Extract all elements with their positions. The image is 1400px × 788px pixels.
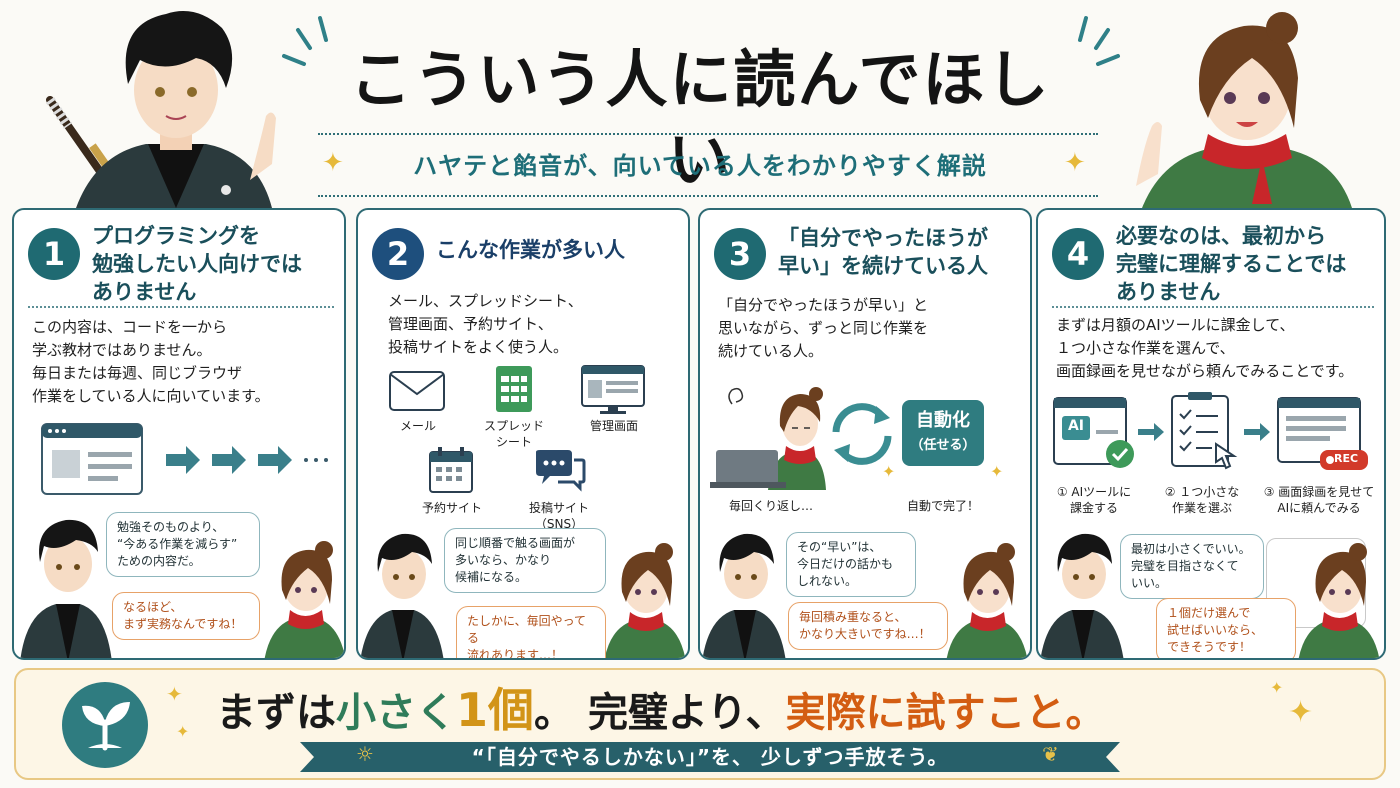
speech-bubble-hayate: 最初は小さくでいい。 完璧を目指さなくて いい。	[1120, 534, 1264, 599]
speech-bubble-hayate: その“早い”は、 今日だけの話かも しれない。	[786, 532, 916, 597]
slogan-part: 。 完璧より、	[534, 690, 786, 736]
hayate-avatar	[360, 533, 444, 658]
panel-body: まずは月額のAIツールに課金して、 １つ小さな作業を選んで、 画面録画を見せなが…	[1056, 316, 1354, 380]
speech-bubble-anne: なるほど、 まず実務なんですね！	[112, 592, 260, 640]
sparkle-icon: ✦	[176, 722, 190, 741]
arrow-right-icon	[1138, 423, 1164, 441]
arrow-right-icon	[1244, 423, 1270, 441]
anne-character-illustration	[1136, 12, 1352, 208]
automation-badge: 自動化 （任せる）	[902, 400, 984, 466]
icon-label-calendar: 予約サイト	[421, 501, 482, 515]
panel-4: 4 必要なのは、最初から 完璧に理解することでは ありません まずは月額のAIツ…	[1036, 208, 1386, 660]
sparkle-icon: ✦	[1288, 695, 1314, 730]
speech-bubble-hayate: 勉強そのものより、 “今ある作業を減らす” ための内容だ。	[106, 512, 260, 577]
anne-avatar	[946, 543, 1028, 658]
header-decoration	[282, 16, 1120, 66]
mail-icon	[389, 371, 445, 411]
panel-title: 「自分でやったほうが 早い」を続けている人	[778, 226, 988, 278]
panel-divider	[1052, 306, 1374, 308]
sprout-icon	[82, 702, 130, 751]
speech-bubble-hayate: 同じ順番で触る画面が 多いなら、かなり 候補になる。	[444, 528, 606, 593]
speech-bubble-anne: たしかに、毎回やってる 流れあります…！	[456, 606, 606, 658]
title-divider-bottom	[318, 195, 1098, 197]
icon-label-sns: 投稿サイト （SNS）	[528, 501, 589, 531]
panel-body: メール、スプレッドシート、 管理画面、予約サイト、 投稿サイトをよく使う人。	[388, 292, 583, 356]
icon-label-admin: 管理画面	[589, 419, 638, 433]
screen-recording-icon	[1277, 397, 1368, 470]
ai-label: AI	[1067, 418, 1085, 434]
panel-title: こんな作業が多い人	[436, 238, 625, 262]
speech-bubble-anne: １個だけ選んで 試せばいいなら、 できそうです！	[1156, 598, 1296, 658]
admin-screen-icon	[581, 365, 645, 414]
panel-number: 2	[372, 228, 424, 280]
speech-bubble-anne: 毎回積み重なると、 かなり大きいですね…！	[788, 602, 948, 650]
slogan-highlight-small: 小さく	[336, 690, 456, 736]
title-divider-top	[318, 133, 1098, 135]
panel-title: 必要なのは、最初から 完璧に理解することでは ありません	[1116, 224, 1347, 304]
summary-banner: ✦ ✦ ✦ ✦ まずは小さく1個。 完璧より、実際に試すこと。 “「自分でやるし…	[14, 668, 1386, 780]
anne-avatar	[264, 541, 344, 658]
anne-avatar	[1298, 543, 1380, 658]
panel-2: 2 こんな作業が多い人 メール、スプレッドシート、 管理画面、予約サイト、 投稿…	[356, 208, 690, 660]
summary-slogan: まずは小さく1個。 完璧より、実際に試すこと。	[216, 684, 1256, 736]
caption-repeat: 毎回くり返し…	[728, 499, 813, 513]
automation-label: 自動化	[916, 410, 970, 431]
ai-tool-window-icon	[1053, 397, 1134, 468]
step-1-label: ① AIツールに 課金する	[1056, 485, 1132, 515]
cycle-arrows-icon	[832, 403, 892, 465]
panel-divider	[28, 306, 334, 308]
slogan-highlight-one: 1個	[456, 683, 535, 737]
slogan-highlight-try: 実際に試すこと。	[785, 690, 1106, 736]
checklist-icon	[1171, 392, 1238, 470]
hayate-character-illustration	[45, 11, 276, 208]
chat-icon	[536, 450, 586, 492]
panel-number: 3	[714, 228, 766, 280]
tired-worker-illustration	[710, 387, 826, 490]
caption-automated: 自動で完了！	[906, 499, 979, 513]
step-2-label: ② １つ小さな 作業を選ぶ	[1164, 485, 1240, 515]
ribbon-shape	[300, 742, 1120, 772]
panel-1: 1 プログラミングを 勉強したい人向けでは ありません この内容は、コードを一か…	[12, 208, 346, 660]
step-3-label: ③ 画面録画を見せて AIに頼んでみる	[1263, 485, 1375, 515]
page-subtitle: ハヤテと餡音が、向いている人をわかりやすく解説	[413, 152, 987, 180]
browser-window-icon	[41, 423, 328, 495]
sparkle-icon: ✦	[990, 462, 1004, 481]
automation-sublabel: （任せる）	[910, 438, 976, 453]
sparkle-icon: ✦	[1270, 678, 1284, 697]
spreadsheet-icon	[496, 366, 532, 412]
icon-label-mail: メール	[399, 419, 436, 433]
icon-label-spreadsheet: スプレッド シート	[483, 419, 544, 449]
hayate-avatar	[20, 519, 112, 658]
panel-title: プログラミングを 勉強したい人向けでは ありません	[92, 224, 302, 304]
sparkle-icon: ✦	[322, 148, 344, 178]
hayate-avatar	[1040, 533, 1124, 658]
calendar-icon	[429, 447, 473, 493]
panel-3: 3 「自分でやったほうが 早い」を続けている人 「自分でやったほうが早い」と 思…	[698, 208, 1032, 660]
panel-number: 4	[1052, 228, 1104, 280]
rec-label: REC	[1334, 452, 1359, 465]
page-title: こういう人に読んでほしい	[349, 43, 1051, 196]
panel-number: 1	[28, 228, 80, 280]
ribbon-text: “「自分でやるしかない」”を、 少しずつ手放そう。	[471, 745, 949, 769]
panel-body: この内容は、コードを一から 学ぶ教材ではありません。 毎日または毎週、同じブラウ…	[32, 318, 270, 405]
sprout-badge	[62, 682, 148, 768]
sparkle-icon: ✦	[166, 682, 183, 706]
sparkle-icon: ✦	[1064, 148, 1086, 178]
leaf-icon: ❦	[1042, 742, 1059, 766]
sparkle-icon: ✦	[882, 462, 896, 481]
lightbulb-icon: ☼	[356, 742, 374, 766]
hayate-avatar	[702, 533, 786, 658]
slogan-part: まずは	[216, 690, 336, 736]
message-ribbon: “「自分でやるしかない」”を、 少しずつ手放そう。	[300, 740, 1120, 774]
panel-body: 「自分でやったほうが早い」と 思いながら、ずっと同じ作業を 続けている人。	[718, 296, 929, 360]
anne-avatar	[604, 543, 686, 658]
